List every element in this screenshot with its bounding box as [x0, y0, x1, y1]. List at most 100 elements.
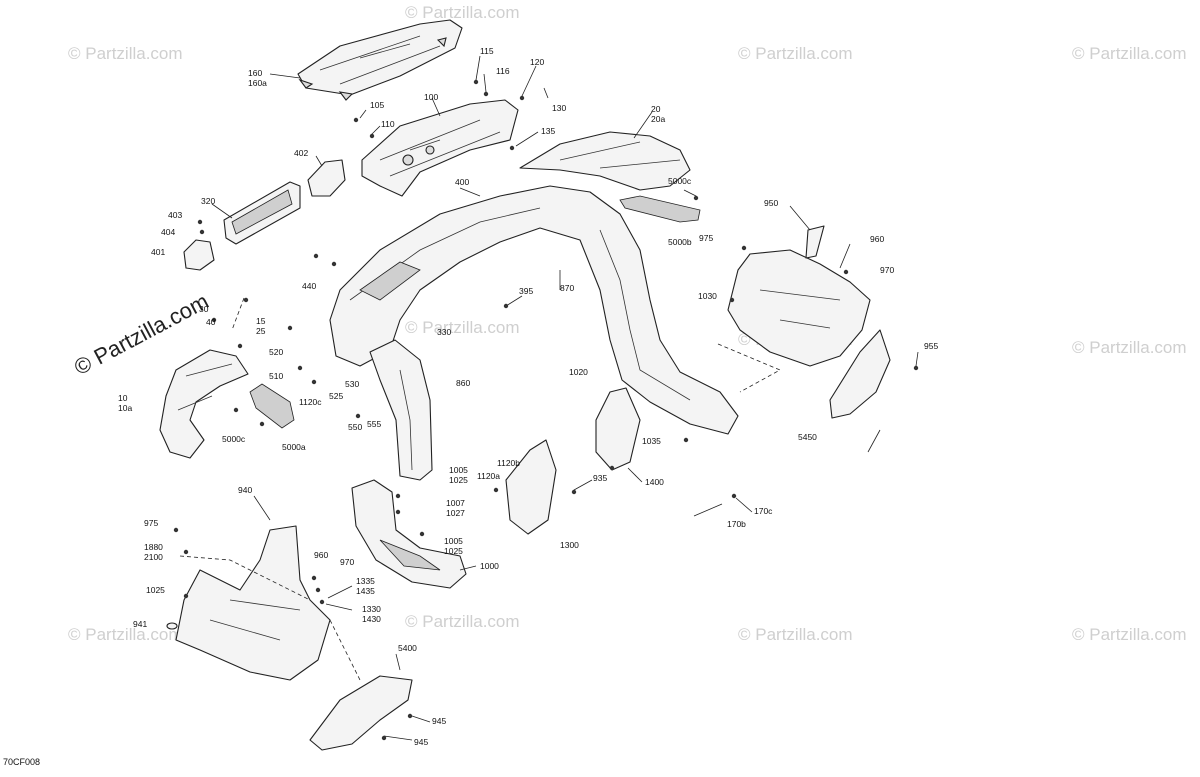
part-20-hood [519, 131, 691, 191]
callout-100: 100 [424, 92, 439, 102]
callout-5000a: 5000a [282, 442, 306, 452]
callout-1030: 1030 [698, 291, 717, 301]
callout-520: 520 [269, 347, 284, 357]
callout-1335: 1335 1435 [356, 576, 375, 596]
watermark: © Partzilla.com [405, 3, 520, 22]
callout-395: 395 [519, 286, 534, 296]
part-5450-panel [829, 329, 891, 419]
part-400-frame [329, 185, 739, 435]
callout-960-bottom: 960 [314, 550, 329, 560]
callout-1880: 1880 2100 [144, 542, 163, 562]
watermark: © Partzilla.com [1072, 44, 1187, 63]
callout-1020: 1020 [569, 367, 588, 377]
callout-401: 401 [151, 247, 166, 257]
part-402-vent [307, 159, 346, 197]
callout-550: 550 [348, 422, 363, 432]
callout-402: 402 [294, 148, 309, 158]
leader-lines [211, 55, 919, 741]
callout-120: 120 [530, 57, 545, 67]
watermark: © Partzilla.com [405, 612, 520, 631]
callout-115: 115 [480, 46, 494, 56]
callout-10: 10 10a [118, 393, 133, 413]
watermark: © Partzilla.com [1072, 338, 1187, 357]
callout-5400: 5400 [398, 643, 417, 653]
diagram-code: 70CF008 [3, 757, 41, 767]
callout-404: 404 [161, 227, 176, 237]
callout-1330: 1330 1430 [362, 604, 381, 624]
callout-1007: 1007 1027 [446, 498, 465, 518]
callout-1400: 1400 [645, 477, 664, 487]
part-401-clip [183, 239, 215, 271]
callout-5000c-top: 5000c [668, 176, 692, 186]
callout-1120a: 1120a [477, 471, 501, 481]
part-1400-trim [595, 387, 641, 471]
callout-530: 530 [345, 379, 360, 389]
callout-1005-top: 1005 1025 [449, 465, 468, 485]
part-100-dash [361, 99, 519, 197]
callout-970-top: 970 [880, 265, 895, 275]
callout-135: 135 [541, 126, 556, 136]
watermark: © Partzilla.com [405, 318, 520, 337]
callout-975-bottom: 975 [144, 518, 159, 528]
callout-510: 510 [269, 371, 284, 381]
callout-105: 105 [370, 100, 385, 110]
callout-20: 20 20a [651, 104, 666, 124]
callout-1025: 1025 [146, 585, 165, 595]
watermark: © Partzilla.com [738, 625, 853, 644]
callout-170b: 170b [727, 519, 746, 529]
callout-5450: 5450 [798, 432, 817, 442]
callout-941: 941 [133, 619, 148, 629]
part-160-top-cover [297, 19, 463, 101]
callout-960-top: 960 [870, 234, 885, 244]
watermark: © Partzilla.com [68, 625, 183, 644]
fasteners [166, 79, 919, 741]
callout-1300: 1300 [560, 540, 579, 550]
callout-30: 30 [199, 304, 209, 314]
callout-525: 525 [329, 391, 344, 401]
callout-40: 40 [206, 317, 216, 327]
watermark: © Partzilla.com [1072, 625, 1187, 644]
callout-1000: 1000 [480, 561, 499, 571]
part-5000b-strip [619, 195, 701, 223]
callout-955: 955 [924, 341, 939, 351]
callout-1035: 1035 [642, 436, 661, 446]
callout-950: 950 [764, 198, 779, 208]
part-860-pillar [369, 339, 433, 481]
callout-320: 320 [201, 196, 216, 206]
callout-15: 15 25 [256, 316, 266, 336]
callout-975-top: 975 [699, 233, 714, 243]
callout-440: 440 [302, 281, 317, 291]
callout-1120b: 1120b [497, 458, 521, 468]
watermark: © Partzilla.com [68, 44, 183, 63]
part-5400-panel [309, 675, 413, 751]
callout-110: 110 [381, 119, 395, 129]
watermark: © Partzilla.com [738, 44, 853, 63]
part-1300-trim [505, 439, 557, 535]
part-10-fender [159, 349, 249, 459]
callout-935: 935 [593, 473, 608, 483]
callout-403: 403 [168, 210, 183, 220]
part-1000-rocker [351, 479, 467, 589]
callout-330: 330 [437, 327, 452, 337]
callout-130: 130 [552, 103, 567, 113]
callout-940: 940 [238, 485, 253, 495]
callout-870: 870 [560, 283, 575, 293]
part-940-fender [175, 525, 331, 681]
callout-170c: 170c [754, 506, 773, 516]
part-5000a-strip [249, 383, 295, 429]
callout-970-bottom: 970 [340, 557, 355, 567]
part-320-grille [223, 181, 301, 245]
callout-160: 160 160a [248, 68, 267, 88]
callout-945-lower: 945 [414, 737, 429, 747]
callout-555: 555 [367, 419, 382, 429]
callout-1120c: 1120c [299, 397, 322, 407]
callout-1005-bottom: 1005 1025 [444, 536, 463, 556]
callout-860: 860 [456, 378, 471, 388]
callout-5000c-left: 5000c [222, 434, 246, 444]
part-950-fender [727, 225, 871, 367]
callout-945-upper: 945 [432, 716, 447, 726]
callout-5000b: 5000b [668, 237, 692, 247]
part-170b-bolt [693, 503, 723, 517]
